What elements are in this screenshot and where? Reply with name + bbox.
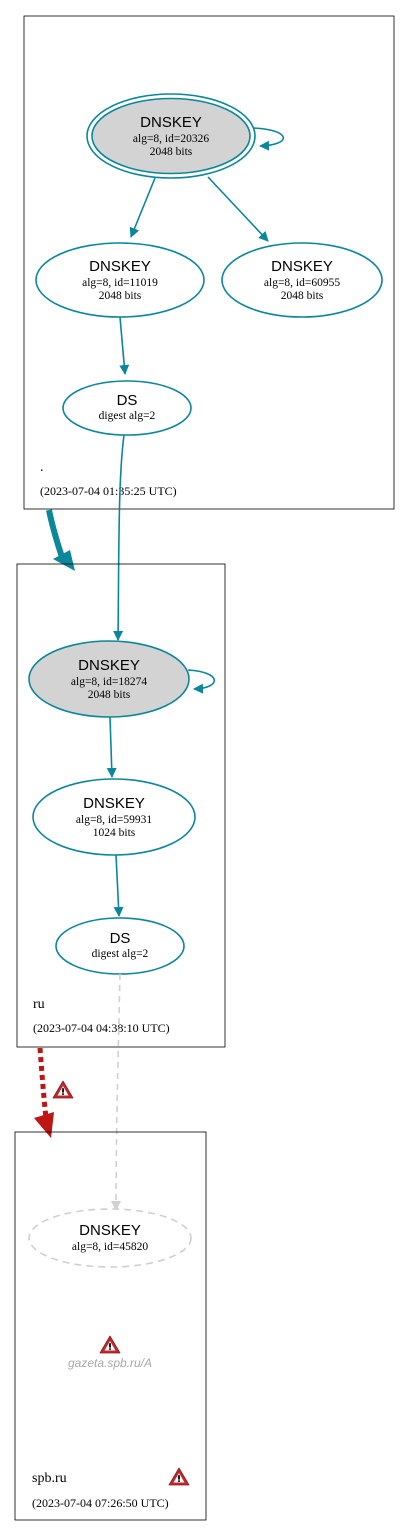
node-detail: alg=8, id=20326 [133, 133, 209, 145]
node-detail: alg=8, id=60955 [264, 277, 340, 289]
self-sign-edge [187, 669, 216, 694]
dnskey-node-18274[interactable]: DNSKEY alg=8, id=18274 2048 bits [28, 640, 190, 718]
node-detail: alg=8, id=59931 [76, 814, 152, 826]
sign-edge [129, 177, 156, 238]
sign-edge [106, 716, 117, 778]
node-title: DNSKEY [271, 258, 333, 275]
sign-edge [119, 316, 130, 375]
node-detail: 2048 bits [99, 290, 142, 302]
zone-spb-box [14, 1131, 207, 1521]
node-detail: alg=8, id=11019 [82, 277, 158, 289]
node-title: DNSKEY [83, 795, 145, 812]
node-detail: digest alg=2 [99, 410, 156, 422]
zone-ru: ru (2023-07-04 04:38:10 UTC) [16, 563, 226, 1048]
bogus-delegation-arrowhead [34, 1112, 54, 1138]
dnskey-node-20326[interactable]: DNSKEY alg=8, id=20326 2048 bits [86, 93, 256, 179]
zone-delegation-arrowhead [53, 550, 75, 571]
delegation-edge [113, 434, 125, 641]
node-title: DNSKEY [89, 258, 151, 275]
ds-node-spb[interactable]: DS digest alg=2 [55, 917, 185, 975]
node-detail: 2048 bits [88, 689, 131, 701]
dnskey-node-11019[interactable]: DNSKEY alg=8, id=11019 2048 bits [35, 242, 205, 318]
node-detail: alg=8, id=18274 [71, 676, 147, 688]
zone-ru-box [16, 563, 226, 1048]
node-title: DNSKEY [79, 1222, 141, 1239]
bogus-delegation-arrow [37, 1047, 49, 1119]
node-title: DNSKEY [140, 114, 202, 131]
sign-edge [113, 854, 124, 917]
dnskey-node-60955[interactable]: DNSKEY alg=8, id=60955 2048 bits [221, 242, 383, 318]
zone-spb: spb.ru (2023-07-04 07:26:50 UTC) [14, 1131, 207, 1521]
zone-ru-date: (2023-07-04 04:38:10 UTC) [33, 1021, 170, 1035]
ds-node-ru[interactable]: DS digest alg=2 [62, 380, 192, 436]
zone-delegation-arrow [46, 509, 65, 558]
dnskey-node-59931[interactable]: DNSKEY alg=8, id=59931 1024 bits [32, 778, 196, 856]
self-sign-edge [253, 127, 285, 151]
node-detail: alg=8, id=45820 [72, 1241, 148, 1253]
zone-root-box [23, 15, 395, 510]
node-detail: 2048 bits [150, 146, 193, 158]
dnskey-node-45820[interactable]: DNSKEY alg=8, id=45820 [28, 1208, 192, 1268]
node-detail: 2048 bits [281, 290, 324, 302]
zone-root-date: (2023-07-04 01:35:25 UTC) [40, 484, 177, 498]
node-detail: 1024 bits [93, 827, 136, 839]
zone-spb-name: spb.ru [32, 1471, 67, 1486]
query-rrset-label[interactable]: gazeta.spb.ru/A [68, 1356, 152, 1370]
zone-root-name: . [40, 460, 44, 475]
sign-edge [207, 176, 269, 242]
node-detail: digest alg=2 [92, 948, 149, 960]
node-title: DS [110, 930, 131, 947]
zone-ru-name: ru [33, 997, 45, 1012]
zone-root: . (2023-07-04 01:35:25 UTC) [23, 15, 395, 510]
warning-icon[interactable] [99, 1335, 121, 1354]
node-title: DS [117, 392, 138, 409]
warning-icon[interactable] [52, 1080, 74, 1099]
zone-spb-date: (2023-07-04 07:26:50 UTC) [32, 1496, 169, 1510]
insecure-edge [111, 973, 122, 1211]
node-title: DNSKEY [78, 657, 140, 674]
warning-icon[interactable] [168, 1467, 190, 1486]
